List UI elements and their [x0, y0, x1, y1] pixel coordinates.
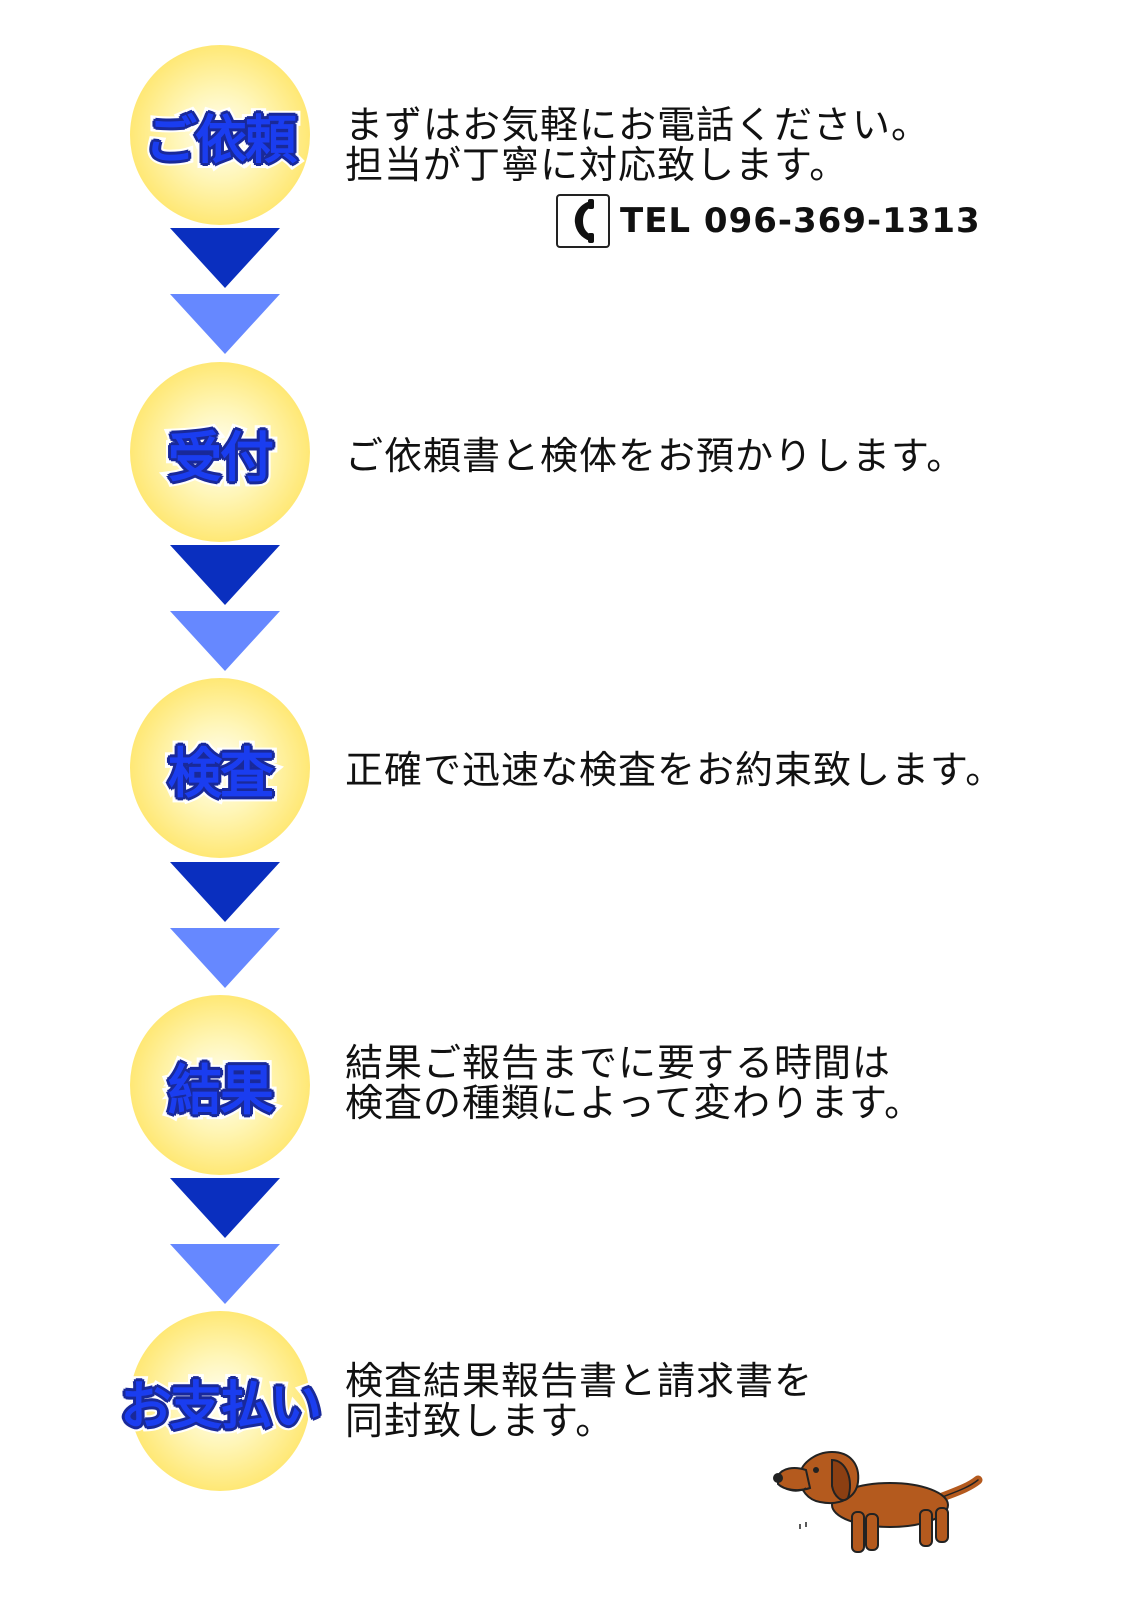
phone-contact[interactable]: TEL 096-369-1313: [556, 192, 981, 250]
step-description: 検査結果報告書と請求書を 同封致します。: [345, 1361, 813, 1441]
step-label: 受付: [163, 421, 279, 494]
step-label: 検査: [163, 737, 279, 810]
phone-icon: [556, 194, 610, 248]
description-line: 検査の種類によって変わります。: [345, 1081, 924, 1125]
step-orb: [130, 995, 310, 1175]
step-payment: お支払い 検査結果報告書と請求書を 同封致します。: [0, 1311, 1133, 1511]
step-orb: [130, 45, 310, 225]
flow-arrow: [170, 545, 280, 671]
step-description: 正確で迅速な検査をお約束致します。: [345, 750, 1004, 790]
step-orb: [130, 362, 310, 542]
description-line: 正確で迅速な検査をお約束致します。: [345, 748, 1005, 792]
description-line: 同封致します。: [345, 1399, 615, 1443]
description-line: 結果ご報告までに要する時間は: [345, 1041, 892, 1085]
step-result: 結果 結果ご報告までに要する時間は 検査の種類によって変わります。: [0, 995, 1133, 1195]
dachshund-illustration: [773, 1450, 983, 1553]
step-orb: [130, 678, 310, 858]
flow-arrow: [170, 862, 280, 988]
step-orb: [130, 1311, 310, 1491]
step-reception: 受付 ご依頼書と検体をお預かりします。: [0, 362, 1133, 562]
flow-arrow: [170, 1178, 280, 1304]
step-request: ご依頼 まずはお気軽にお電話ください。 担当が丁寧に対応致します。: [0, 45, 1133, 245]
description-line: 担当が丁寧に対応致します。: [345, 143, 849, 187]
step-description: ご依頼書と検体をお預かりします。: [345, 436, 965, 476]
flow-arrow: [170, 228, 280, 354]
step-description: 結果ご報告までに要する時間は 検査の種類によって変わります。: [345, 1043, 923, 1123]
step-label: ご依頼: [140, 106, 302, 176]
phone-number: TEL 096-369-1313: [620, 201, 981, 241]
description-line: ご依頼書と検体をお預かりします。: [345, 434, 966, 478]
step-inspection: 検査 正確で迅速な検査をお約束致します。: [0, 678, 1133, 878]
description-line: まずはお気軽にお電話ください。: [345, 103, 931, 147]
step-label: 結果: [163, 1054, 279, 1127]
description-line: 検査結果報告書と請求書を: [345, 1359, 814, 1403]
step-description: まずはお気軽にお電話ください。 担当が丁寧に対応致します。: [345, 105, 930, 185]
step-label: お支払い: [115, 1372, 327, 1442]
